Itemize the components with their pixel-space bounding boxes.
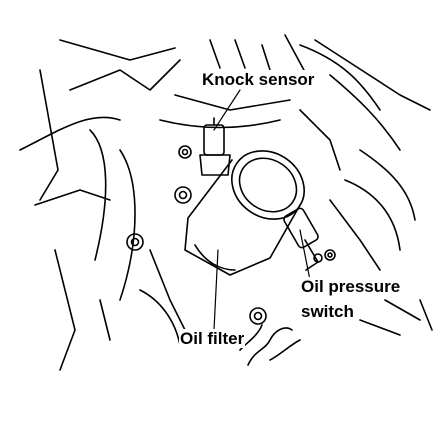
leader-lines: [213, 89, 311, 331]
oil-pressure-switch-label-line2: switch: [300, 302, 355, 321]
oil-pressure-switch-label-line1: Oil pressure: [300, 277, 402, 296]
oil-filter-leader: [213, 249, 219, 331]
knock-sensor-leader: [213, 89, 241, 131]
oil-pressure-switch-part: [283, 207, 323, 271]
oil-filter-part: [184, 150, 305, 276]
engine-background-lines: [19, 34, 433, 371]
hose-squiggles: [239, 324, 301, 366]
oil-pressure-leader: [299, 229, 311, 281]
bolt-holes: [126, 145, 336, 325]
oil-filter-label: Oil filter: [179, 329, 246, 348]
knock-sensor-part: [199, 117, 231, 176]
knock-sensor-label: Knock sensor: [201, 70, 316, 89]
